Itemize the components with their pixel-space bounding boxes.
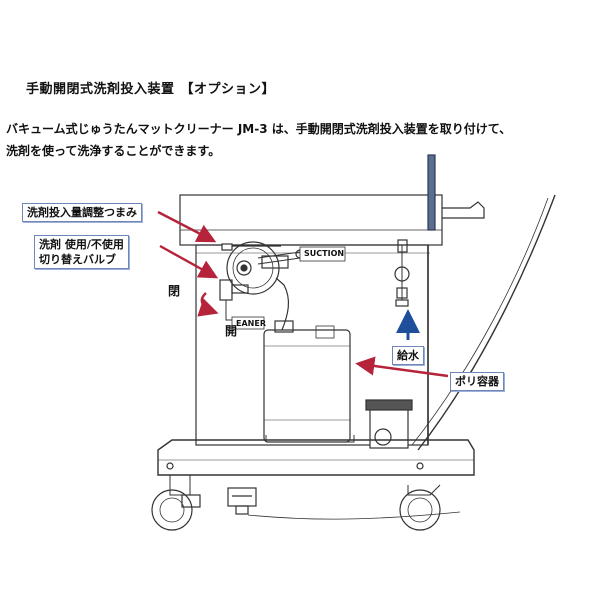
closed-direction-arrow [197,292,219,317]
water-supply-label: 給水 [397,349,419,362]
pump-bracket [261,255,289,269]
page-title: 手動開閉式洗剤投入装置【オプション】 [26,78,275,97]
poly-container-label: ポリ容器 [455,375,499,388]
open-label: 開 [225,324,238,338]
knob-callout-arrow [157,210,217,243]
machine-line-drawing [151,154,556,531]
cart-chassis [157,439,475,476]
small-wheel [374,428,392,446]
water-supply-callout: 給水 [392,346,424,365]
valve-label-line-1: 洗剤 使用/不使用 [39,238,124,251]
rear-wheel [151,489,193,531]
valve-callout-arrow [159,244,219,279]
cleaner-label: EANER [236,319,266,328]
title-option-tag: 【オプション】 [180,82,276,97]
valve-body [219,279,233,301]
handle-post [427,154,436,231]
detergent-hose [275,277,290,331]
description: バキューム式じゅうたんマットクリーナー JM-3 は、手動開閉式洗剤投入装置を取… [6,118,594,162]
detergent-knob-label: 洗剤投入量調整つまみ [27,206,137,219]
machine-top-panel [179,194,443,246]
detergent-knob [236,260,252,276]
handle-rail-outer [417,194,556,451]
description-line-1: バキューム式じゅうたんマットクリーナー JM-3 は、手動開閉式洗剤投入装置を取… [6,122,512,136]
suction-plate [299,246,346,262]
poly-container [263,329,351,443]
detergent-knob-callout: 洗剤投入量調整つまみ [22,203,142,222]
suction-label: SUCTION [304,249,345,258]
cleaner-plate [231,316,265,330]
water-inlet-fitting [394,266,410,282]
title-text: 手動開閉式洗剤投入装置 [26,82,175,97]
valve-callout: 洗剤 使用/不使用 切り替えバルブ [34,235,129,269]
machine-diagram: 洗剤投入量調整つまみ 洗剤 使用/不使用 切り替えバルブ 閉 開 SUCTION… [0,150,600,600]
container-callout-arrow [355,356,449,378]
foot-pedal [227,487,257,507]
valve-label-line-2: 切り替えバルブ [39,253,116,266]
front-wheel [399,489,441,531]
poly-container-callout: ポリ容器 [450,372,504,391]
closed-label: 閉 [168,284,181,298]
handle-bracket [442,201,485,219]
description-line-2: 洗剤を使って洗浄することができます。 [6,144,221,158]
